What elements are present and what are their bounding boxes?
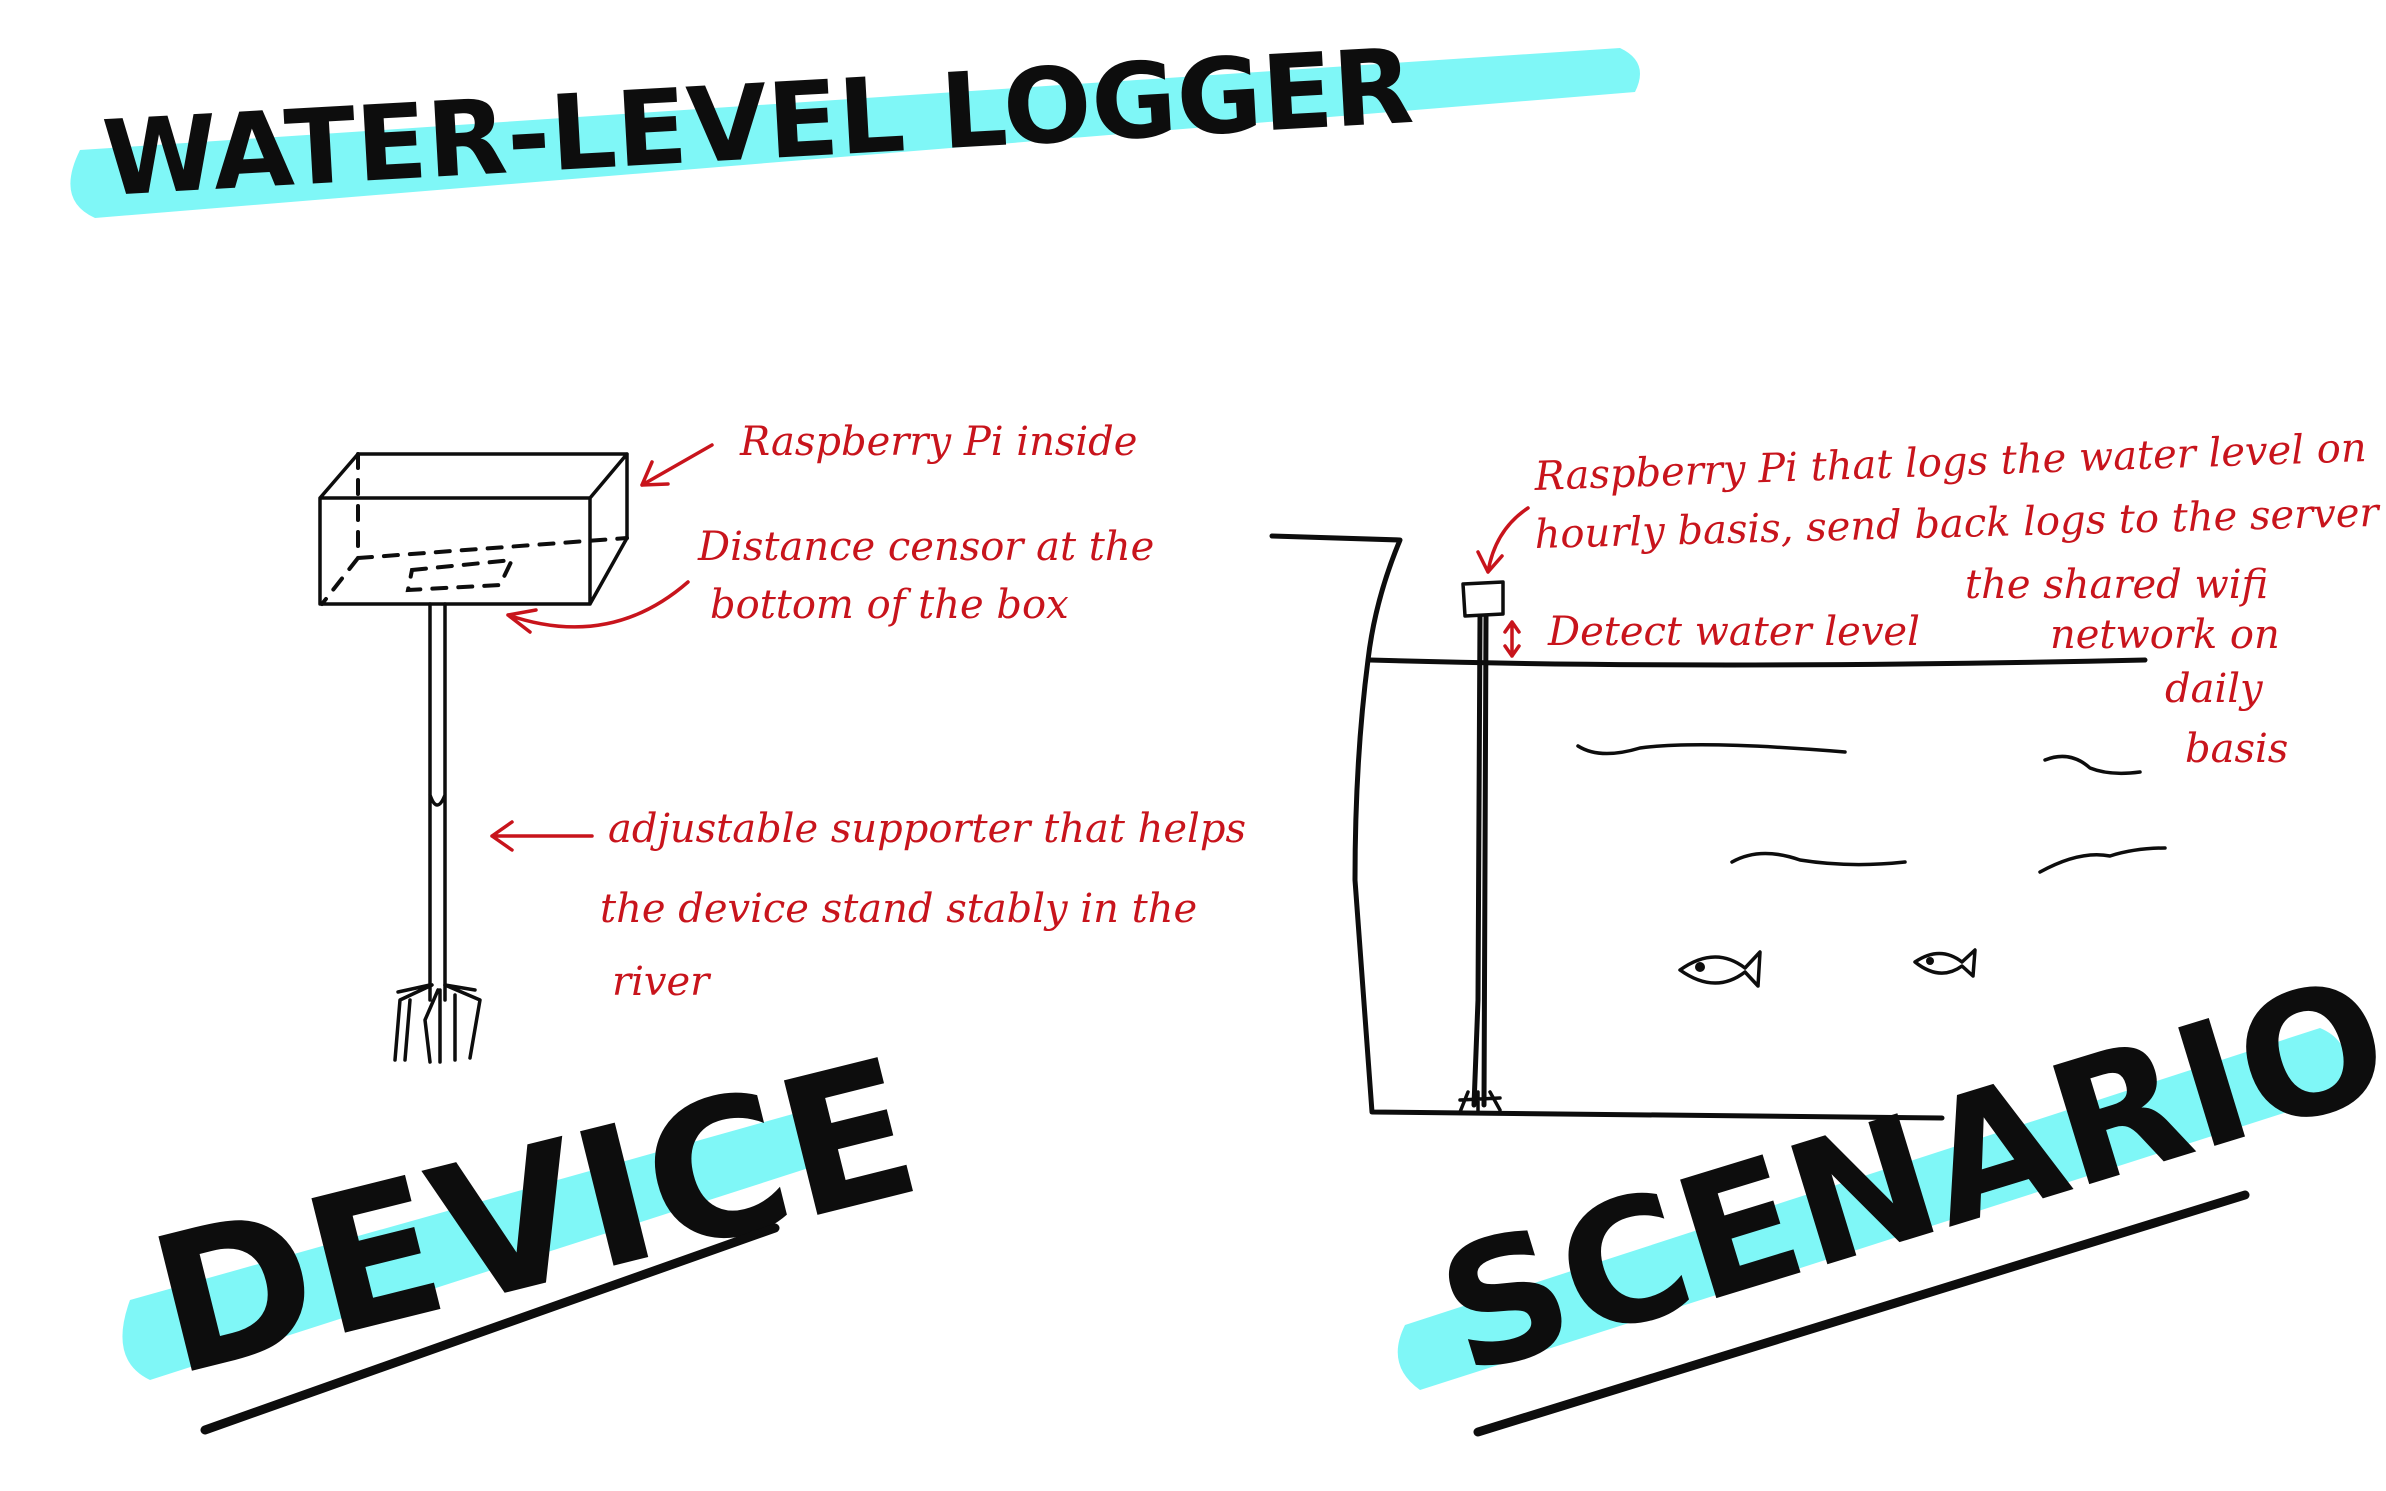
scenario-label-block: SCENARIO [1398,940,2386,1432]
arrow-pi-inside [642,445,712,485]
wave-2 [2045,756,2140,773]
fish-icon [1915,950,1975,976]
fish-icon [1680,952,1760,986]
title-block: WATER-LEVEL LOGGER [70,25,1640,220]
note-logger-line2: hourly basis, send back logs to the serv… [1534,488,2386,558]
support-pole [430,604,445,1000]
logger-legs-icon [1460,1092,1500,1112]
box-hidden-edges [322,454,627,604]
note-sensor-line1: Distance censor at the [697,524,1154,570]
wave-1 [1578,745,1845,754]
logger-pole [1474,616,1486,1105]
arrow-support [492,822,592,850]
note-logger-line6: basis [2185,726,2288,772]
page-title: WATER-LEVEL LOGGER [100,25,1417,220]
note-sensor-line2: bottom of the box [710,582,1069,628]
note-support-line2: the device stand stably in the [600,886,1197,932]
wave-3 [1732,853,1905,864]
double-arrow-detect [1505,622,1519,656]
device-drawing [320,454,627,1062]
note-support-line3: river [612,959,712,1005]
note-detect-water-level: Detect water level [1547,609,1920,655]
scenario-annotations: Raspberry Pi that logs the water level o… [1478,425,2386,772]
note-logger-line1: Raspberry Pi that logs the water level o… [1533,425,2368,500]
sensor-box-icon [320,454,627,604]
logger-box-icon [1463,582,1503,616]
arrow-logger-pi [1478,508,1528,572]
device-annotations: Raspberry Pi inside Distance censor at t… [492,419,1246,1005]
section-device-label: DEVICE [132,1017,937,1419]
note-pi-inside: Raspberry Pi inside [739,419,1137,465]
note-logger-line5: daily [2165,666,2264,712]
note-support-line1: adjustable supporter that helps [608,806,1246,852]
section-scenario-label: SCENARIO [1419,940,2386,1415]
distance-sensor-icon [408,560,512,590]
device-label-block: DEVICE [122,1017,937,1430]
note-logger-line3: the shared wifi [1965,562,2268,608]
note-logger-line4: network on [2050,612,2280,658]
support-legs-icon [395,985,480,1062]
wave-4 [2040,848,2165,872]
